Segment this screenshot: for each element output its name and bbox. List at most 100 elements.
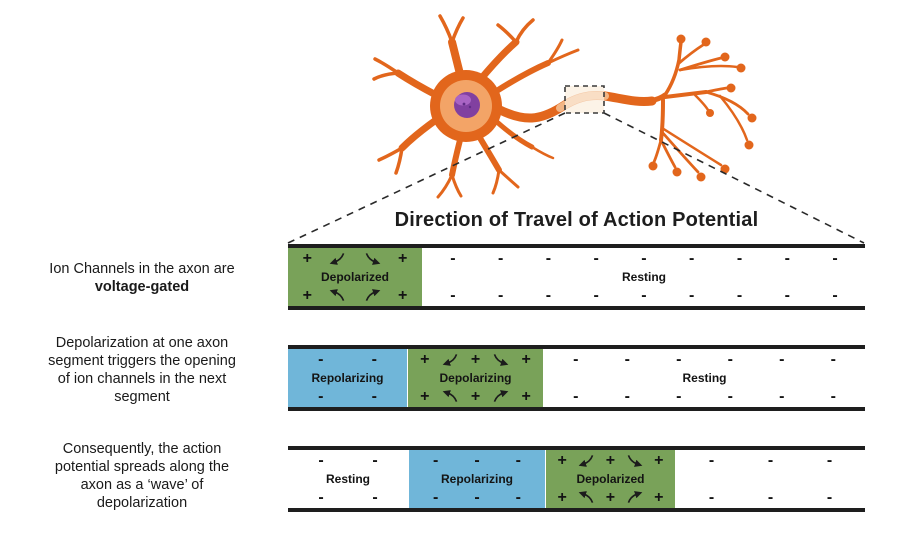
minus-symbol: - (371, 387, 377, 405)
minus-symbol: - (318, 451, 324, 469)
minus-symbol: - (450, 286, 456, 304)
minus-symbol: - (474, 451, 480, 469)
minus-symbol: - (318, 488, 324, 506)
minus-symbol: - (593, 286, 599, 304)
axon-segment-depolarized: ++Depolarized++ (288, 248, 422, 306)
plus-symbol: + (420, 350, 430, 368)
minus-symbol: - (830, 350, 836, 368)
dendrites (372, 14, 580, 199)
bar-2: --Repolarizing--+++Depolarizing+++------… (288, 345, 865, 411)
minus-symbol: - (727, 350, 733, 368)
segment-label: Depolarized (576, 472, 645, 486)
symbol-row: + + + (408, 351, 543, 368)
note-bold-text: voltage-gated (94, 279, 190, 295)
plus-symbol: + (557, 451, 567, 469)
symbol-row: --- (409, 452, 545, 469)
symbol-row: -- (288, 351, 407, 368)
curved-arrow-icon (329, 289, 345, 301)
minus-symbol: - (450, 249, 456, 267)
callout-line-right (603, 112, 865, 244)
minus-symbol: - (545, 286, 552, 304)
symbol-row: -- (288, 388, 407, 405)
minus-symbol: - (689, 249, 695, 267)
plus-symbol: + (302, 286, 312, 304)
plus-symbol: + (470, 350, 481, 368)
curved-arrow-icon (365, 253, 381, 265)
minus-symbol: - (372, 488, 378, 506)
symbol-row: --------- (423, 250, 865, 267)
minus-symbol: - (708, 451, 715, 469)
bar-3: --Resting-----Repolarizing---+++Depolari… (288, 446, 865, 512)
minus-symbol: - (573, 387, 579, 405)
nucleus (454, 92, 480, 118)
minus-symbol: - (708, 488, 715, 506)
plus-symbol: + (397, 249, 408, 267)
curved-arrow-icon (365, 289, 381, 301)
bar-1: ++Depolarized++---------Resting--------- (288, 244, 865, 310)
minus-symbol: - (573, 350, 579, 368)
symbol-row: -- (288, 489, 408, 506)
plus-symbol: + (521, 387, 531, 405)
minus-symbol: - (779, 350, 785, 368)
minus-symbol: - (767, 488, 774, 506)
minus-symbol: - (826, 451, 833, 469)
symbol-row: +++ (408, 388, 543, 405)
note-text: Ion Channels in the axon are (49, 261, 235, 277)
minus-symbol: - (767, 451, 774, 469)
minus-symbol: - (318, 350, 324, 368)
callout-box (564, 85, 605, 114)
minus-symbol: - (515, 488, 521, 506)
symbol-row: --- (676, 489, 865, 506)
minus-symbol: - (727, 387, 733, 405)
minus-symbol: - (676, 350, 682, 368)
segment-label: Resting (621, 270, 666, 284)
symbol-row: ------ (544, 351, 865, 368)
note-text: Depolarization at one axon segment trigg… (48, 335, 236, 405)
note-depolarization-triggers: Depolarization at one axon segment trigg… (44, 334, 240, 406)
plus-symbol: + (605, 488, 616, 506)
minus-symbol: - (736, 286, 743, 304)
plus-symbol: + (397, 286, 408, 304)
axon-segment-resting: ------Resting------ (543, 349, 865, 407)
note-wave-of-depolarization: Consequently, the action potential sprea… (44, 440, 240, 512)
note-ion-channels: Ion Channels in the axon are voltage-gat… (44, 260, 240, 296)
curved-arrow-icon (494, 390, 509, 402)
symbol-row: ++ (288, 250, 422, 267)
axon-segment-resting-unlabeled: - - - - - - (675, 450, 865, 508)
curved-arrow-icon (578, 491, 594, 503)
axon-segment-repolarizing: ---Repolarizing--- (408, 450, 545, 508)
minus-symbol: - (689, 286, 695, 304)
plus-symbol: + (521, 350, 531, 368)
plus-symbol: + (557, 488, 567, 506)
curved-arrow-icon (442, 390, 457, 402)
symbol-row: +++ (546, 452, 675, 469)
curved-arrow-icon (442, 354, 457, 366)
segment-label: Resting (325, 472, 370, 486)
symbol-row: ++ (288, 287, 422, 304)
minus-symbol: - (433, 488, 439, 506)
axon-segment-depolarizing: +++Depolarizing+++ (407, 349, 543, 407)
minus-symbol: - (830, 387, 836, 405)
symbol-row: +++ (546, 489, 675, 506)
plus-symbol: + (654, 451, 664, 469)
symbol-row: --------- (423, 287, 865, 304)
minus-symbol: - (736, 249, 743, 267)
terminal-bulbs (648, 34, 757, 182)
minus-symbol: - (676, 387, 682, 405)
curved-arrow-icon (627, 491, 643, 503)
minus-symbol: - (641, 286, 647, 304)
minus-symbol: - (433, 451, 439, 469)
axon-segment-repolarizing: --Repolarizing-- (288, 349, 407, 407)
symbol-row: ------ (544, 388, 865, 405)
minus-symbol: - (624, 350, 630, 368)
minus-symbol: - (474, 488, 480, 506)
axon-segment-depolarized: +++Depolarized+++ (545, 450, 675, 508)
minus-symbol: - (779, 387, 785, 405)
minus-symbol: - (784, 249, 790, 267)
curved-arrow-icon (627, 455, 643, 467)
minus-symbol: - (826, 488, 833, 506)
segment-label: Repolarizing (440, 472, 513, 486)
minus-symbol: - (832, 249, 838, 267)
axon-terminals (647, 40, 750, 174)
